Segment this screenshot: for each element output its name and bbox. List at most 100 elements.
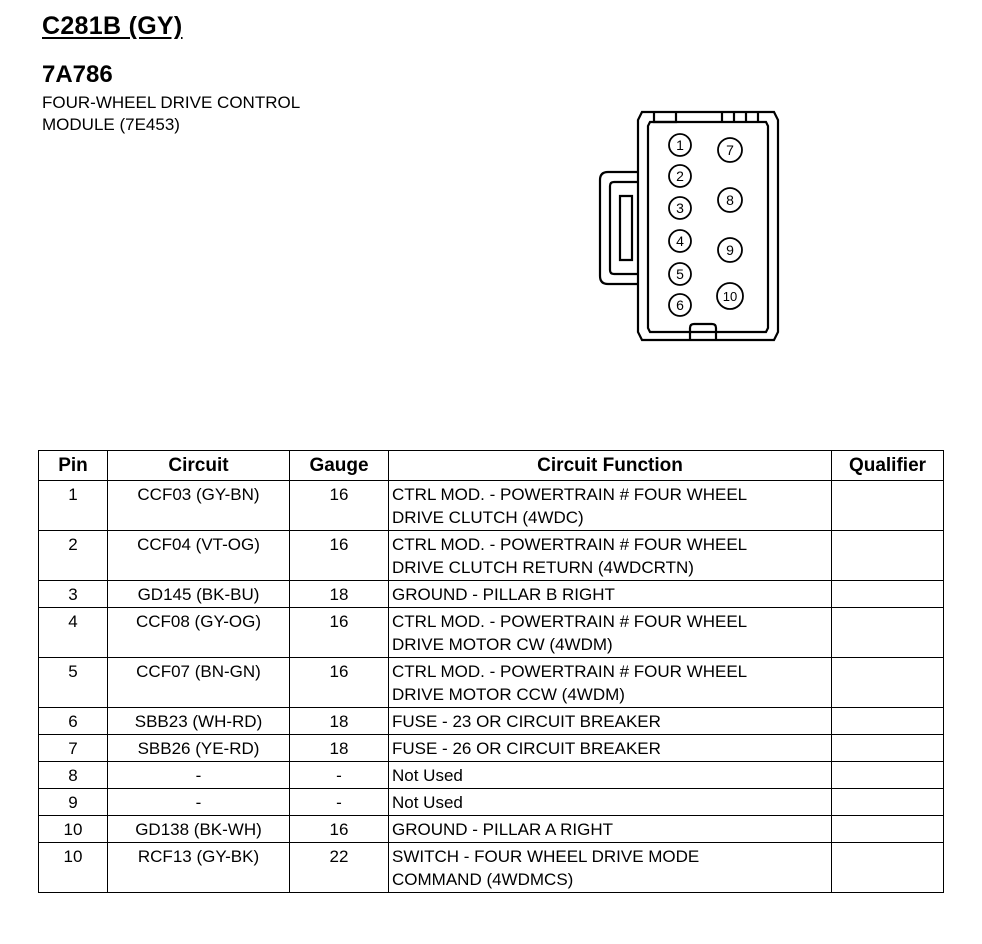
function-line: DRIVE CLUTCH (4WDC) (392, 508, 584, 527)
pin-cell: 5 (38, 657, 108, 708)
pin-cell: 6 (38, 707, 108, 735)
circuit-function-cell: GROUND - PILLAR A RIGHT (388, 815, 832, 843)
circuit-cell: CCF03 (GY-BN) (107, 480, 290, 531)
qualifier-cell (831, 657, 944, 708)
qualifier-cell (831, 815, 944, 843)
circuit-function-cell: CTRL MOD. - POWERTRAIN # FOUR WHEEL DRIV… (388, 657, 832, 708)
pin-cell: 1 (38, 480, 108, 531)
connector-top-tab (652, 112, 678, 124)
circuit-cell: CCF08 (GY-OG) (107, 607, 290, 658)
pinout-table: Pin Circuit Gauge Circuit Function Quali… (38, 450, 944, 893)
gauge-cell: - (289, 761, 389, 789)
pin-2-label: 2 (676, 168, 684, 184)
circuit-cell: RCF13 (GY-BK) (107, 842, 290, 893)
qualifier-cell (831, 761, 944, 789)
gauge-cell: 16 (289, 607, 389, 658)
circuit-cell: CCF07 (BN-GN) (107, 657, 290, 708)
function-line: CTRL MOD. - POWERTRAIN # FOUR WHEEL (392, 485, 748, 504)
pin-10-circle (716, 282, 744, 310)
connector-title: C281B (GY) (42, 12, 183, 40)
function-line: DRIVE MOTOR CCW (4WDM) (392, 685, 625, 704)
qualifier-cell (831, 788, 944, 816)
circuit-cell: - (107, 761, 290, 789)
pin-7-circle (717, 137, 743, 163)
table-row: 4 CCF08 (GY-OG) 16 CTRL MOD. - POWERTRAI… (38, 607, 944, 658)
circuit-function-cell: CTRL MOD. - POWERTRAIN # FOUR WHEEL DRIV… (388, 607, 832, 658)
pin-10-label: 10 (723, 289, 737, 304)
pin-cell: 4 (38, 607, 108, 658)
circuit-function-cell: Not Used (388, 761, 832, 789)
table-row: 6 SBB23 (WH-RD) 18 FUSE - 23 OR CIRCUIT … (38, 707, 944, 735)
pin-9-label: 9 (726, 242, 734, 258)
function-line: GROUND - PILLAR B RIGHT (392, 585, 615, 604)
column-header-circuit-function: Circuit Function (388, 450, 832, 481)
circuit-function-cell: FUSE - 23 OR CIRCUIT BREAKER (388, 707, 832, 735)
part-number: 7A786 (42, 61, 113, 88)
circuit-cell: CCF04 (VT-OG) (107, 530, 290, 581)
gauge-cell: 16 (289, 815, 389, 843)
qualifier-cell (831, 480, 944, 531)
qualifier-cell (831, 842, 944, 893)
gauge-cell: 22 (289, 842, 389, 893)
pin-cell: 9 (38, 788, 108, 816)
qualifier-cell (831, 530, 944, 581)
qualifier-cell (831, 580, 944, 608)
table-row: 5 CCF07 (BN-GN) 16 CTRL MOD. - POWERTRAI… (38, 657, 944, 708)
table-row: 9 - - Not Used (38, 788, 944, 816)
gauge-cell: 18 (289, 580, 389, 608)
column-header-gauge: Gauge (289, 450, 389, 481)
pin-cell: 8 (38, 761, 108, 789)
table-row: 10 RCF13 (GY-BK) 22 SWITCH - FOUR WHEEL … (38, 842, 944, 893)
pin-3-label: 3 (676, 200, 684, 216)
function-line: CTRL MOD. - POWERTRAIN # FOUR WHEEL (392, 612, 748, 631)
connector-latch (598, 170, 638, 286)
function-line: GROUND - PILLAR A RIGHT (392, 820, 614, 839)
part-description-line: FOUR-WHEEL DRIVE CONTROL (42, 93, 301, 112)
connector-housing-inner (646, 120, 770, 334)
circuit-cell: GD145 (BK-BU) (107, 580, 290, 608)
function-line: Not Used (392, 766, 463, 785)
table-row: 1 CCF03 (GY-BN) 16 CTRL MOD. - POWERTRAI… (38, 480, 944, 531)
function-line: DRIVE CLUTCH RETURN (4WDCRTN) (392, 558, 694, 577)
connector-key-notch (688, 322, 718, 340)
pin-9-circle (717, 237, 743, 263)
circuit-function-cell: GROUND - PILLAR B RIGHT (388, 580, 832, 608)
circuit-cell: GD138 (BK-WH) (107, 815, 290, 843)
circuit-function-cell: SWITCH - FOUR WHEEL DRIVE MODE COMMAND (… (388, 842, 832, 893)
table-row: 7 SBB26 (YE-RD) 18 FUSE - 26 OR CIRCUIT … (38, 734, 944, 762)
column-header-qualifier: Qualifier (831, 450, 944, 481)
function-line: CTRL MOD. - POWERTRAIN # FOUR WHEEL (392, 662, 748, 681)
table-row: 3 GD145 (BK-BU) 18 GROUND - PILLAR B RIG… (38, 580, 944, 608)
qualifier-cell (831, 734, 944, 762)
circuit-cell: - (107, 788, 290, 816)
function-line: FUSE - 23 OR CIRCUIT BREAKER (392, 712, 661, 731)
table-row: 2 CCF04 (VT-OG) 16 CTRL MOD. - POWERTRAI… (38, 530, 944, 581)
pin-cell: 3 (38, 580, 108, 608)
function-line: COMMAND (4WDMCS) (392, 870, 574, 889)
pin-6-circle (668, 293, 692, 317)
pin-2-circle (668, 164, 692, 188)
circuit-function-cell: CTRL MOD. - POWERTRAIN # FOUR WHEEL DRIV… (388, 530, 832, 581)
pin-cell: 10 (38, 815, 108, 843)
pin-5-circle (668, 262, 692, 286)
gauge-cell: 18 (289, 734, 389, 762)
pin-cell: 10 (38, 842, 108, 893)
table-header-row: Pin Circuit Gauge Circuit Function Quali… (38, 450, 944, 481)
connector-housing (636, 110, 780, 342)
part-description-line: MODULE (7E453) (42, 115, 180, 134)
pin-7-label: 7 (726, 142, 734, 158)
pin-cell: 7 (38, 734, 108, 762)
gauge-cell: - (289, 788, 389, 816)
connector-latch-inner (608, 180, 638, 276)
function-line: SWITCH - FOUR WHEEL DRIVE MODE (392, 847, 700, 866)
pin-4-circle (668, 229, 692, 253)
circuit-cell: SBB23 (WH-RD) (107, 707, 290, 735)
column-header-pin: Pin (38, 450, 108, 481)
gauge-cell: 16 (289, 530, 389, 581)
function-line: DRIVE MOTOR CW (4WDM) (392, 635, 613, 654)
pin-5-label: 5 (676, 266, 684, 282)
circuit-function-cell: Not Used (388, 788, 832, 816)
pin-8-label: 8 (726, 192, 734, 208)
pin-cell: 2 (38, 530, 108, 581)
function-line: Not Used (392, 793, 463, 812)
